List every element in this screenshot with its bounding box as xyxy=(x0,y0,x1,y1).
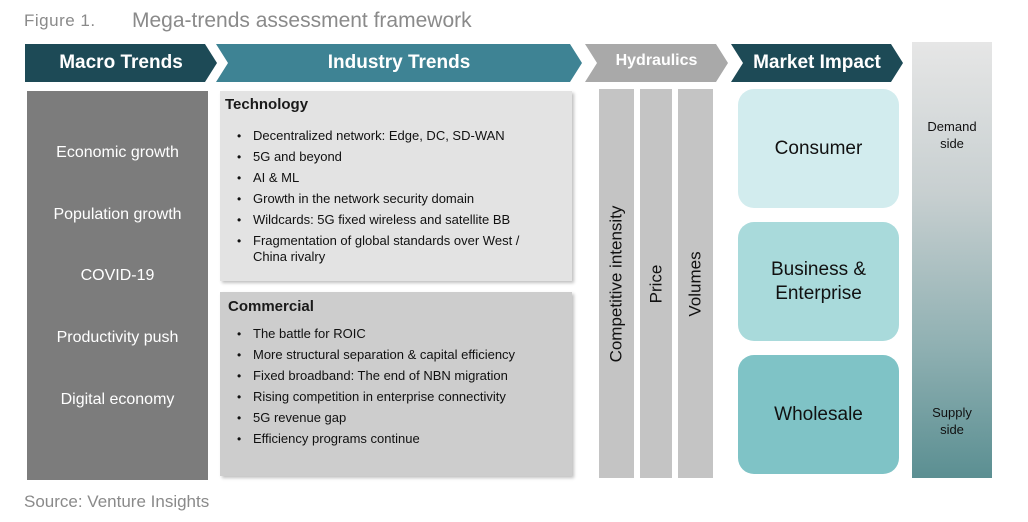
header-macro-label: Macro Trends xyxy=(59,52,183,73)
supply-line1: Supply xyxy=(932,405,972,420)
hydraulics-label: Price xyxy=(646,264,666,303)
hydraulics-label: Competitive intensity xyxy=(606,205,626,362)
hydraulics-bar-volumes: Volumes xyxy=(678,89,713,478)
list-item: AI & ML xyxy=(233,170,563,186)
header-market-label: Market Impact xyxy=(753,52,881,73)
macro-item: Digital economy xyxy=(60,391,175,408)
hydraulics-bar-price: Price xyxy=(640,89,672,478)
header-hydraulics-label: Hydraulics xyxy=(615,52,698,69)
figure-label: Figure 1. xyxy=(24,11,96,30)
commercial-title: Commercial xyxy=(228,298,314,315)
list-item: More structural separation & capital eff… xyxy=(233,347,563,363)
business-label-line1: Business & xyxy=(770,258,867,280)
hydraulics-label: Volumes xyxy=(685,250,705,317)
list-item: Wildcards: 5G fixed wireless and satelli… xyxy=(233,212,563,228)
commercial-box: Commercial The battle for ROIC More stru… xyxy=(220,292,572,476)
list-item: Fixed broadband: The end of NBN migratio… xyxy=(233,368,563,384)
list-item: The battle for ROIC xyxy=(233,326,563,342)
macro-item: Economic growth xyxy=(56,144,179,161)
figure-title: Mega-trends assessment framework xyxy=(132,9,472,32)
source-note: Source: Venture Insights xyxy=(24,492,210,511)
list-item: Rising competition in enterprise connect… xyxy=(233,389,563,405)
consumer-label: Consumer xyxy=(774,137,863,159)
market-impact-consumer: Consumer xyxy=(738,89,899,208)
header-hydraulics: Hydraulics xyxy=(585,44,728,82)
market-impact-business-enterprise: Business & Enterprise xyxy=(738,222,899,341)
technology-box: Technology Decentralized network: Edge, … xyxy=(220,91,572,281)
technology-list: Decentralized network: Edge, DC, SD-WAN … xyxy=(233,128,563,270)
macro-item: Population growth xyxy=(53,206,182,223)
hydraulics-bar-competitive-intensity: Competitive intensity xyxy=(599,89,634,478)
technology-title: Technology xyxy=(225,96,309,113)
supply-line2: side xyxy=(940,422,964,437)
header-industry-label: Industry Trends xyxy=(327,52,471,73)
header-industry-trends: Industry Trends xyxy=(216,44,582,82)
wholesale-label: Wholesale xyxy=(774,403,863,425)
market-impact-wholesale: Wholesale xyxy=(738,355,899,474)
list-item: 5G and beyond xyxy=(233,149,563,165)
macro-item: COVID-19 xyxy=(80,267,155,284)
macro-item: Productivity push xyxy=(56,329,179,346)
macro-trends-panel xyxy=(27,91,208,480)
demand-side-label: Demand side xyxy=(912,118,992,152)
commercial-list: The battle for ROIC More structural sepa… xyxy=(233,326,563,452)
demand-supply-gradient-bar xyxy=(912,42,992,478)
demand-line2: side xyxy=(940,136,964,151)
list-item: Decentralized network: Edge, DC, SD-WAN xyxy=(233,128,563,144)
list-item: Fragmentation of global standards over W… xyxy=(233,233,553,265)
business-label-line2: Enterprise xyxy=(775,282,862,304)
demand-line1: Demand xyxy=(927,119,977,134)
supply-side-label: Supply side xyxy=(912,404,992,438)
list-item: 5G revenue gap xyxy=(233,410,563,426)
list-item: Growth in the network security domain xyxy=(233,191,563,207)
header-macro-trends: Macro Trends xyxy=(25,44,217,82)
header-market-impact: Market Impact xyxy=(731,44,903,82)
list-item: Efficiency programs continue xyxy=(233,431,563,447)
